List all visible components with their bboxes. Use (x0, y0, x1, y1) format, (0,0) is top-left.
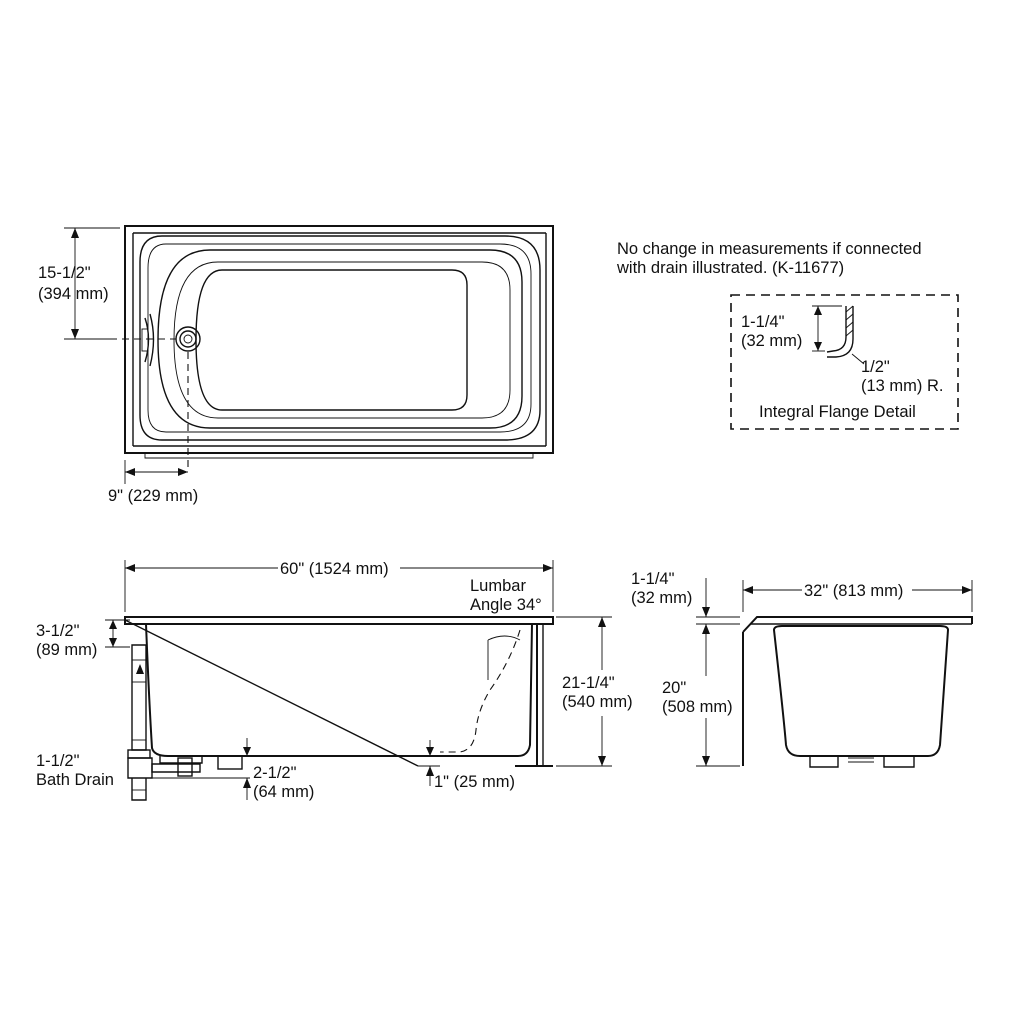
foot-height-label: 2-1/2" (253, 764, 297, 782)
end-view: 32" (813 mm) 1-1/4" (32 mm) 20" (508 mm) (631, 570, 973, 768)
rim-drop-label: 3-1/2" (36, 622, 80, 640)
flange-height-mm-label: (32 mm) (741, 332, 802, 350)
note-line-2: with drain illustrated. (K-11677) (616, 259, 844, 277)
drain-offset-label: 15-1/2" (38, 264, 91, 282)
drain-name-label: Bath Drain (36, 771, 114, 789)
tub-rim-side (124, 616, 554, 625)
tub-basin-plan (157, 249, 523, 429)
tub-body-side (145, 623, 533, 757)
length-label: 60" (1524 mm) (280, 560, 389, 578)
flange-height-label: 1-1/4" (741, 313, 785, 331)
end-depth-mm-label: (508 mm) (662, 698, 733, 716)
width-label: 32" (813 mm) (804, 582, 903, 600)
lumbar-label: Lumbar (470, 577, 526, 595)
flange-detail-caption: Integral Flange Detail (759, 403, 916, 421)
floor-clearance-label: 1" (25 mm) (434, 773, 515, 791)
drain-shoe (177, 757, 193, 777)
side-view: 60" (1524 mm) Lumbar Angle 34° 3-1/ (36, 560, 633, 801)
lumbar-angle-label: Angle 34° (470, 596, 542, 614)
drain-pipe (131, 644, 147, 751)
support-foot (217, 755, 243, 770)
flange-detail-box (730, 294, 959, 430)
foot-height-mm-label: (64 mm) (253, 783, 314, 801)
end-flange-mm-label: (32 mm) (631, 589, 692, 607)
end-flange-label: 1-1/4" (631, 570, 675, 588)
tub-rim-outer (139, 235, 541, 441)
tub-floor-plan (195, 269, 468, 411)
note-line-1: No change in measurements if connected (617, 240, 922, 258)
end-rim (742, 616, 973, 633)
flange-profile (826, 306, 847, 353)
flange-radius-label: 1/2" (861, 358, 890, 376)
end-depth-label: 20" (662, 679, 686, 697)
total-height-mm-label: (540 mm) (562, 693, 633, 711)
top-view: 15-1/2" (394 mm) 9" (229 mm) (38, 225, 554, 505)
rim-drop-mm-label: (89 mm) (36, 641, 97, 659)
total-height-label: 21-1/4" (562, 674, 615, 692)
drain-size-label: 1-1/2" (36, 752, 80, 770)
flange-radius-mm-label: (13 mm) R. (861, 377, 944, 395)
drain-from-end-label: 9" (229 mm) (108, 487, 198, 505)
flange-detail: No change in measurements if connected w… (616, 240, 959, 430)
end-basin (772, 625, 950, 757)
tub-outline-plan (124, 225, 554, 454)
lumbar-angle-line (124, 619, 419, 767)
drain-offset-mm-label: (394 mm) (38, 285, 109, 303)
lumbar-profile (440, 629, 521, 753)
